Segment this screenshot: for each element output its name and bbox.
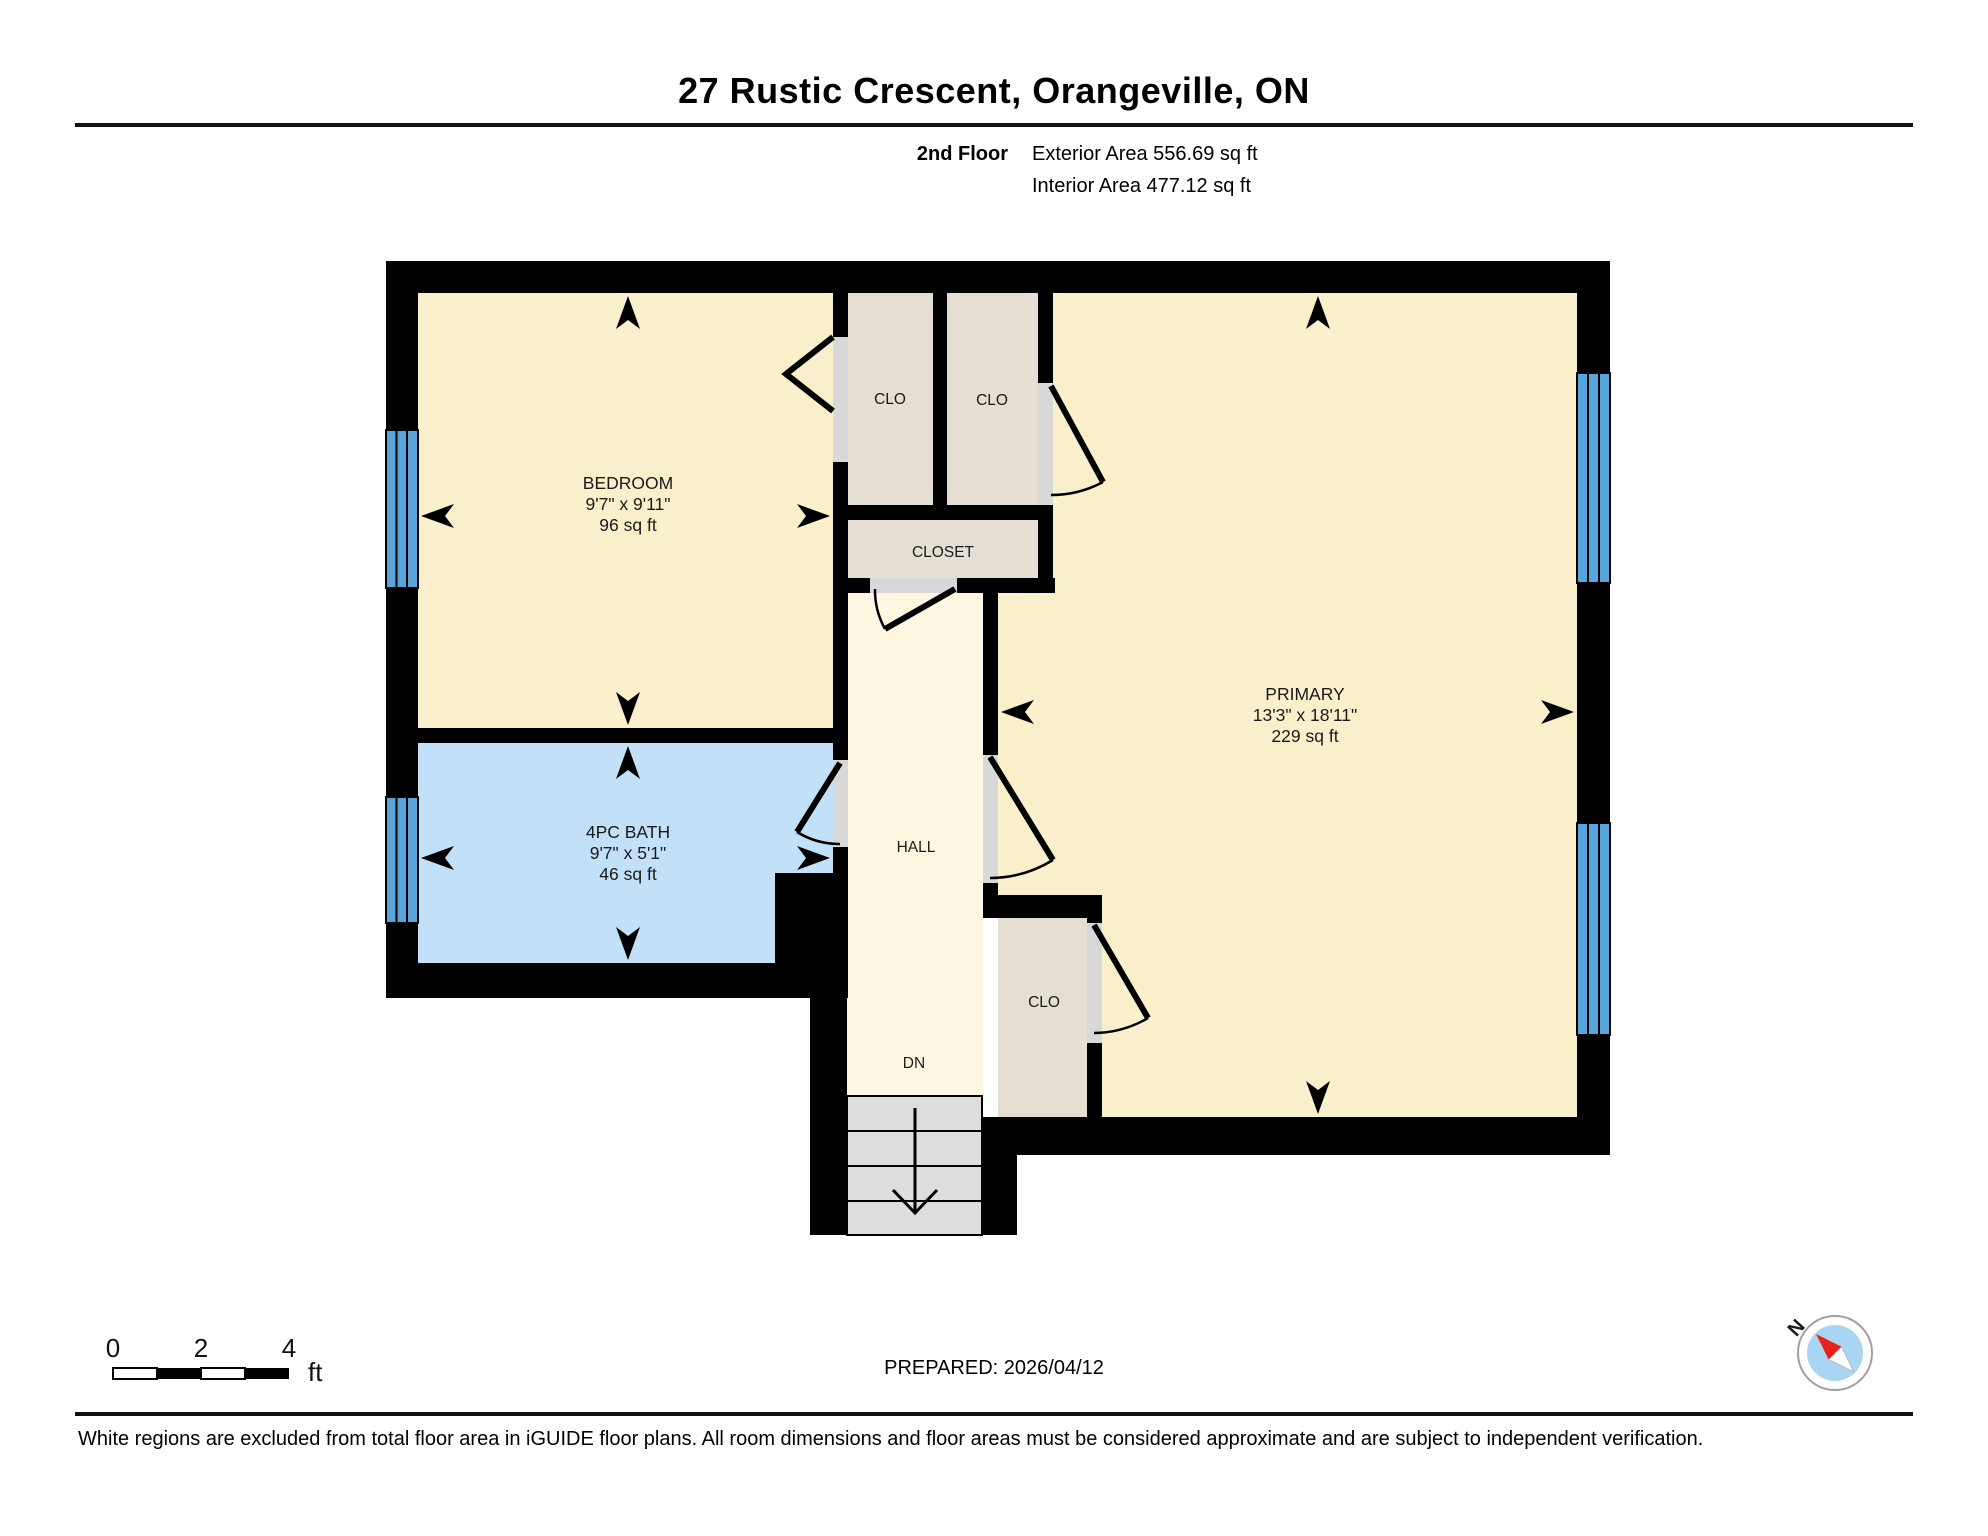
closet-primary-label: CLO <box>1028 994 1060 1011</box>
door-bath <box>794 760 848 847</box>
primary-area: 229 sq ft <box>1271 726 1338 746</box>
scale-tick-0: 0 <box>106 1333 120 1363</box>
room-closet-top-left <box>848 293 933 505</box>
header-divider <box>75 123 1913 127</box>
closet-top-left-label: CLO <box>874 391 906 408</box>
exterior-area-text: Exterior Area 556.69 sq ft <box>1032 143 1258 165</box>
bath-window <box>385 796 419 924</box>
bedroom-area: 96 sq ft <box>599 515 657 535</box>
door-closet-primary <box>1087 923 1151 1043</box>
bath-dims: 9'7" x 5'1" <box>590 843 667 863</box>
primary-dims: 13'3" x 18'11" <box>1253 705 1357 725</box>
scale-bar: 0 2 4 ft <box>106 1333 323 1387</box>
room-labels: BEDROOM 9'7" x 9'11" 96 sq ft 4PC BATH 9… <box>583 391 1357 1072</box>
primary-window-bottom <box>1576 822 1611 1036</box>
bath-area: 46 sq ft <box>599 864 657 884</box>
stairs-down-arrow <box>891 1108 939 1216</box>
door-primary <box>983 755 1056 883</box>
walls <box>386 261 1610 1235</box>
door-closet-top-left <box>781 334 848 462</box>
room-fills <box>418 293 1577 1117</box>
room-closet-primary <box>998 918 1087 1117</box>
page-title: 27 Rustic Crescent, Orangeville, ON <box>678 70 1310 111</box>
stairs-dn-label: DN <box>903 1055 925 1072</box>
stairs <box>846 1095 983 1236</box>
doors <box>781 334 1151 1043</box>
bedroom-window <box>385 429 419 589</box>
closet-top-right-label: CLO <box>976 392 1008 409</box>
windows <box>385 372 1611 1036</box>
door-closet-hall <box>870 578 957 632</box>
floor-label: 2nd Floor <box>916 143 1008 165</box>
bedroom-dims: 9'7" x 9'11" <box>586 494 671 514</box>
bedroom-label: BEDROOM <box>583 473 673 493</box>
room-primary <box>998 293 1577 1117</box>
compass-needle <box>1816 1334 1842 1360</box>
scale-unit: ft <box>308 1357 323 1387</box>
scale-tick-2: 2 <box>194 1333 208 1363</box>
interior-area-text: Interior Area 477.12 sq ft <box>1032 175 1252 197</box>
footer-divider <box>75 1412 1913 1416</box>
bath-label: 4PC BATH <box>586 822 670 842</box>
primary-label: PRIMARY <box>1265 684 1345 704</box>
closet-hall-label: CLOSET <box>912 544 975 561</box>
primary-window-top <box>1576 372 1611 584</box>
dimension-arrows <box>421 296 1574 1114</box>
door-closet-top-right <box>1038 383 1106 505</box>
room-bedroom <box>418 293 833 728</box>
compass: N <box>1784 1315 1873 1391</box>
room-bath <box>418 743 833 963</box>
scale-bar-segments <box>112 1367 289 1380</box>
room-closet-top-right <box>947 293 1038 505</box>
hall-label: HALL <box>897 839 936 856</box>
room-closet-hall <box>848 520 1038 578</box>
prepared-date: PREPARED: 2026/04/12 <box>884 1357 1104 1379</box>
scale-tick-4: 4 <box>282 1333 296 1363</box>
disclaimer-text: White regions are excluded from total fl… <box>78 1428 1704 1450</box>
room-hall <box>847 593 983 1096</box>
